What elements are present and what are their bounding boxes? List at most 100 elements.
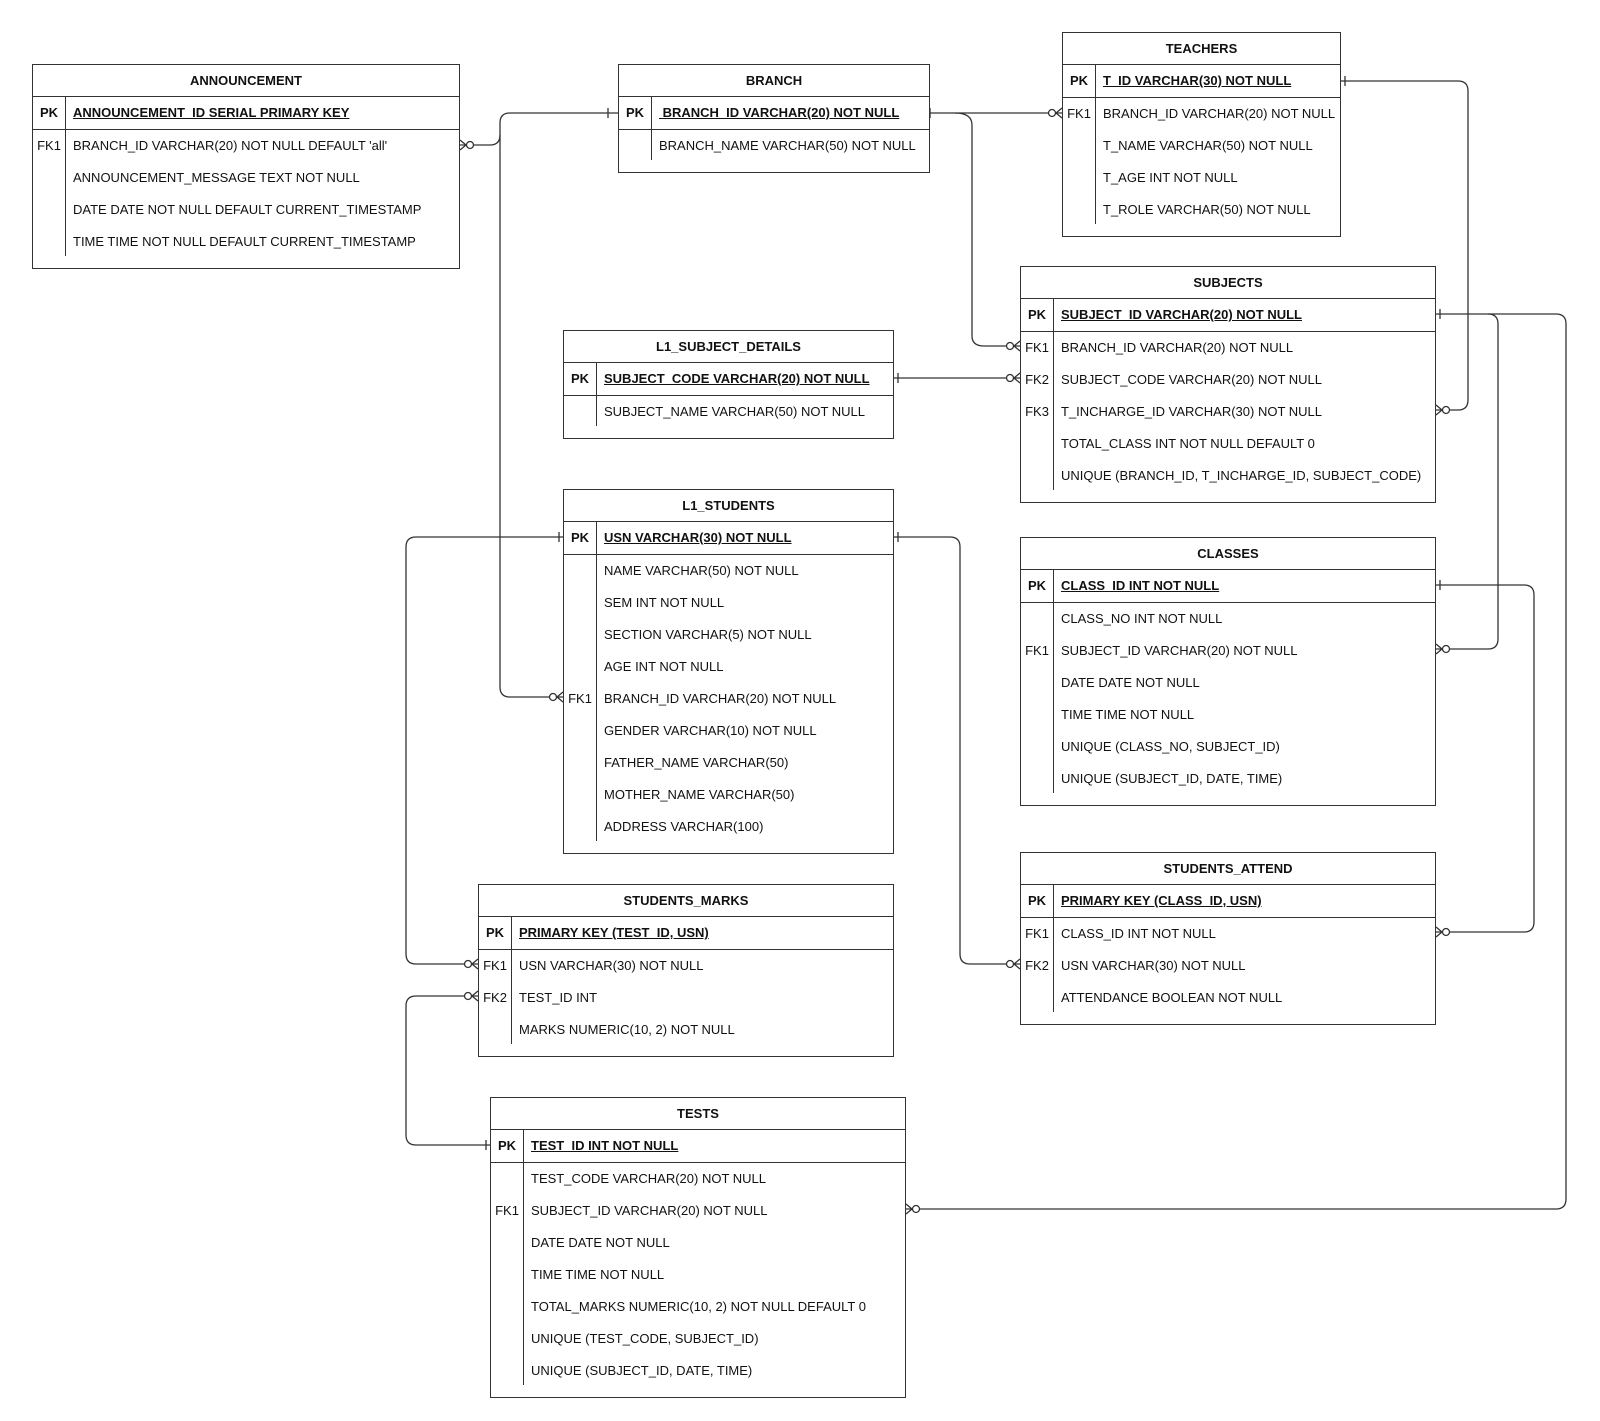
pk-row: PK SUBJECT_CODE VARCHAR(20) NOT NULL — [564, 363, 893, 395]
field-row: TIME TIME NOT NULL DEFAULT CURRENT_TIMES… — [33, 226, 459, 258]
key-label — [1021, 603, 1053, 635]
field-text: BRANCH_NAME VARCHAR(50) NOT NULL — [659, 138, 916, 153]
table-title: ANNOUNCEMENT — [33, 65, 459, 97]
key-label: FK1 — [495, 1203, 519, 1218]
field-text: TIME TIME NOT NULL — [531, 1267, 665, 1282]
field-row: TEST_CODE VARCHAR(20) NOT NULL — [491, 1163, 905, 1195]
table-announcement: ANNOUNCEMENT PK ANNOUNCEMENT_ID SERIAL P… — [32, 64, 460, 269]
key-label — [491, 1355, 523, 1387]
key-label: FK1 — [1025, 926, 1049, 941]
field-text: TEST_CODE VARCHAR(20) NOT NULL — [531, 1171, 767, 1186]
rel-subjects-classes — [1436, 313, 1499, 650]
primary-key-section: PK SUBJECT_ID VARCHAR(20) NOT NULL — [1021, 299, 1435, 332]
field-text: FATHER_NAME VARCHAR(50) — [604, 755, 789, 770]
key-label — [491, 1227, 523, 1259]
pk-field: SUBJECT_CODE VARCHAR(20) NOT NULL — [604, 371, 870, 386]
key-label — [564, 587, 596, 619]
field-text: T_ROLE VARCHAR(50) NOT NULL — [1103, 202, 1311, 217]
key-label: PK — [497, 1138, 517, 1153]
key-label — [1021, 667, 1053, 699]
field-text: DATE DATE NOT NULL DEFAULT CURRENT_TIMES… — [73, 202, 422, 217]
field-text: USN VARCHAR(30) NOT NULL — [519, 958, 704, 973]
table-l1-subject-details: L1_SUBJECT_DETAILS PK SUBJECT_CODE VARCH… — [563, 330, 894, 439]
pk-field: TEST_ID INT NOT NULL — [531, 1138, 679, 1153]
field-row: CLASS_NO INT NOT NULL — [1021, 603, 1435, 635]
field-text: SUBJECT_ID VARCHAR(20) NOT NULL — [1061, 643, 1298, 658]
field-text: USN VARCHAR(30) NOT NULL — [1061, 958, 1246, 973]
key-label: FK2 — [483, 990, 507, 1005]
field-row: FK1 USN VARCHAR(30) NOT NULL — [479, 950, 893, 982]
rel-classes-attend — [1436, 584, 1535, 933]
key-label: FK2 — [1025, 958, 1049, 973]
field-text: ADDRESS VARCHAR(100) — [604, 819, 764, 834]
field-row: AGE INT NOT NULL — [564, 651, 893, 683]
field-text: UNIQUE (BRANCH_ID, T_INCHARGE_ID, SUBJEC… — [1061, 468, 1422, 483]
field-text: SECTION VARCHAR(5) NOT NULL — [604, 627, 812, 642]
pk-field: SUBJECT_ID VARCHAR(20) NOT NULL — [1061, 307, 1302, 322]
key-label: FK2 — [1025, 372, 1049, 387]
key-label: FK1 — [568, 691, 592, 706]
key-label: FK1 — [1025, 340, 1049, 355]
primary-key-section: PK T_ID VARCHAR(30) NOT NULL — [1063, 65, 1340, 98]
field-text: TIME TIME NOT NULL — [1061, 707, 1195, 722]
key-label — [564, 651, 596, 683]
rel-subjects-tests — [906, 313, 1567, 1210]
field-text: DATE DATE NOT NULL — [531, 1235, 670, 1250]
field-text: SUBJECT_NAME VARCHAR(50) NOT NULL — [604, 404, 866, 419]
field-text: ANNOUNCEMENT_MESSAGE TEXT NOT NULL — [73, 170, 360, 185]
pk-row: PK ANNOUNCEMENT_ID SERIAL PRIMARY KEY — [33, 97, 459, 129]
pk-row: PK USN VARCHAR(30) NOT NULL — [564, 522, 893, 554]
field-text: DATE DATE NOT NULL — [1061, 675, 1200, 690]
field-row: SUBJECT_NAME VARCHAR(50) NOT NULL — [564, 396, 893, 428]
field-row: UNIQUE (SUBJECT_ID, DATE, TIME) — [1021, 763, 1435, 795]
table-branch: BRANCH PK BRANCH_ID VARCHAR(20) NOT NULL… — [618, 64, 930, 173]
key-label — [564, 555, 596, 587]
table-title: BRANCH — [619, 65, 929, 97]
key-label — [1021, 731, 1053, 763]
field-text: MOTHER_NAME VARCHAR(50) — [604, 787, 795, 802]
pk-row: PK TEST_ID INT NOT NULL — [491, 1130, 905, 1162]
key-label — [1063, 194, 1095, 226]
primary-key-section: PK TEST_ID INT NOT NULL — [491, 1130, 905, 1163]
pk-field: BRANCH_ID VARCHAR(20) NOT NULL — [659, 105, 900, 120]
table-title: TEACHERS — [1063, 33, 1340, 65]
key-label — [1063, 130, 1095, 162]
key-label — [564, 779, 596, 811]
key-label — [479, 1014, 511, 1046]
key-label — [564, 396, 596, 428]
field-row: SEM INT NOT NULL — [564, 587, 893, 619]
key-label — [491, 1323, 523, 1355]
primary-key-section: PK PRIMARY KEY (CLASS_ID, USN) — [1021, 885, 1435, 918]
rel-students-branch — [499, 135, 563, 698]
field-row: T_NAME VARCHAR(50) NOT NULL — [1063, 130, 1340, 162]
rel-tests-marks — [405, 995, 490, 1146]
key-label: FK1 — [483, 958, 507, 973]
field-row: FK1 BRANCH_ID VARCHAR(20) NOT NULL — [1021, 332, 1435, 364]
table-teachers: TEACHERS PK T_ID VARCHAR(30) NOT NULL FK… — [1062, 32, 1341, 237]
table-classes: CLASSES PK CLASS_ID INT NOT NULL CLASS_N… — [1020, 537, 1436, 806]
field-text: BRANCH_ID VARCHAR(20) NOT NULL — [1061, 340, 1294, 355]
pk-field: PRIMARY KEY (TEST_ID, USN) — [519, 925, 709, 940]
field-text: SUBJECT_ID VARCHAR(20) NOT NULL — [531, 1203, 768, 1218]
key-label: FK1 — [37, 138, 61, 153]
key-label — [33, 194, 65, 226]
key-label — [33, 226, 65, 258]
table-title: CLASSES — [1021, 538, 1435, 570]
table-title: STUDENTS_MARKS — [479, 885, 893, 917]
key-label: FK1 — [1067, 106, 1091, 121]
field-row: MOTHER_NAME VARCHAR(50) — [564, 779, 893, 811]
table-subjects: SUBJECTS PK SUBJECT_ID VARCHAR(20) NOT N… — [1020, 266, 1436, 503]
field-text: MARKS NUMERIC(10, 2) NOT NULL — [519, 1022, 735, 1037]
field-text: T_NAME VARCHAR(50) NOT NULL — [1103, 138, 1313, 153]
field-row: ADDRESS VARCHAR(100) — [564, 811, 893, 843]
field-row: T_ROLE VARCHAR(50) NOT NULL — [1063, 194, 1340, 226]
fields-section: TEST_CODE VARCHAR(20) NOT NULL FK1 SUBJEC… — [491, 1163, 905, 1397]
pk-field: USN VARCHAR(30) NOT NULL — [604, 530, 792, 545]
